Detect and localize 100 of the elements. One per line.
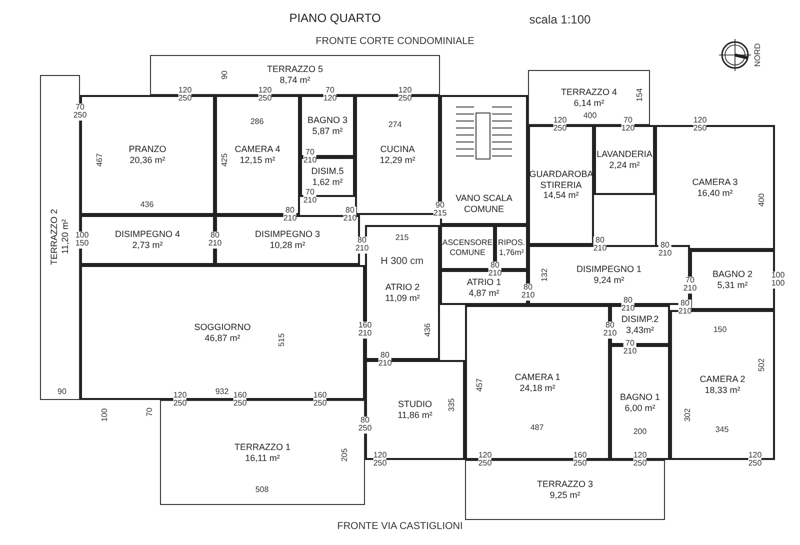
- room-name: DISIMPEGNO 4: [114, 229, 180, 240]
- door-size-label: 120 250: [633, 452, 647, 468]
- door-size-label: 160 250: [573, 452, 587, 468]
- room-area: 4,87 m²: [468, 288, 500, 298]
- room-outline: [215, 95, 300, 215]
- plan-note: scala 1:100: [529, 14, 591, 26]
- door-size-label: 120 250: [748, 452, 762, 468]
- room-area: 8,74 m²: [280, 75, 310, 86]
- room-outline: [594, 125, 655, 195]
- dimension-label: 400: [583, 112, 597, 120]
- room-name: CAMERA 3: [692, 176, 738, 188]
- room-area: 9,25 m²: [550, 490, 580, 501]
- room-area: 18,33 m²: [704, 385, 740, 396]
- room-area: 9,24 m²: [594, 275, 624, 286]
- room-name: CAMERA 1: [514, 372, 560, 382]
- room-name: CUCINA: [380, 144, 415, 155]
- door-size-label: 80 210: [208, 232, 222, 248]
- door-size-label: 80 250: [358, 416, 372, 434]
- room-name: ASCENSORE COMUNE: [442, 238, 493, 258]
- room-outline: [300, 157, 355, 197]
- door-size-label: 80 210: [593, 236, 607, 254]
- room-name: BAGNO 2: [712, 269, 752, 280]
- door-size-label: 120 250: [373, 452, 387, 468]
- room-area: 3,43m²: [626, 325, 654, 336]
- room-area: 1,76m²: [499, 248, 524, 258]
- dimension-label: 150: [713, 326, 727, 334]
- room-area: 12,15 m²: [240, 155, 276, 166]
- room-area: 6,14 m²: [574, 98, 604, 108]
- plan-note: H 300 cm: [380, 256, 424, 268]
- room-name: ATRIO 2: [385, 282, 420, 292]
- room-name: TERRAZZO 5: [266, 64, 323, 75]
- room-name: DISIMPEGNO 1: [576, 264, 642, 275]
- terrace-outline: [528, 70, 650, 125]
- terrace-outline: [465, 460, 665, 520]
- room-name: DISIMP.2: [621, 314, 659, 325]
- room-outline: [655, 125, 775, 250]
- door-size-label: 70 210: [683, 276, 697, 294]
- door-size-label: 80 210: [521, 284, 535, 300]
- door-size-label: 80 210: [343, 206, 357, 224]
- door-size-label: 80 210: [355, 236, 369, 254]
- door-size-label: 80 210: [283, 206, 297, 224]
- plan-title: PIANO QUARTO: [289, 11, 381, 25]
- door-size-label: 100 100: [771, 272, 785, 288]
- room-area: 11,09 m²: [385, 292, 420, 304]
- room-name: DISIMPEGNO 3: [254, 229, 320, 240]
- door-size-label: 120 250: [173, 392, 187, 408]
- door-size-label: 160 250: [313, 392, 327, 408]
- room-name: RIPOS.: [498, 238, 526, 248]
- room-outline: [300, 95, 355, 157]
- dimension-label: 345: [715, 426, 729, 434]
- dimension-label: 286: [250, 118, 264, 126]
- room-name: TERRAZZO 1: [234, 442, 290, 452]
- room-name: BAGNO 3: [307, 115, 348, 126]
- dimension-label: 508: [255, 486, 269, 494]
- door-size-label: 70 210: [303, 188, 317, 206]
- room-name: ATRIO 1: [466, 276, 502, 288]
- room-name: PRANZO: [128, 144, 166, 155]
- room-area: 11,86 m²: [398, 410, 432, 421]
- room-name: DISIM.5: [311, 166, 344, 177]
- room-area: 12,29 m²: [380, 155, 416, 166]
- room-outline: [528, 125, 594, 245]
- room-area: 11,20 m²: [60, 220, 71, 255]
- door-size-label: 120 250: [478, 452, 492, 468]
- room-outline: [610, 345, 670, 460]
- door-size-label: 70 250: [73, 104, 87, 120]
- door-size-label: 70 120: [323, 86, 337, 104]
- dimension-label: NORD: [754, 43, 762, 67]
- dimension-label: 932: [215, 388, 229, 396]
- room-area: 5,87 m²: [312, 126, 343, 137]
- room-area: 1,62 m²: [312, 177, 343, 188]
- room-name: SOGGIORNO: [194, 322, 251, 332]
- dimension-label: 215: [395, 234, 409, 242]
- dimension-label: 436: [140, 200, 154, 210]
- door-size-label: 120 250: [258, 86, 272, 104]
- room-name: STUDIO: [398, 399, 432, 410]
- door-size-label: 70 210: [623, 340, 637, 356]
- room-area: 2,73 m²: [132, 240, 163, 251]
- dimension-label: 487: [530, 424, 544, 432]
- plan-note: FRONTE CORTE CONDOMINIALE: [316, 36, 474, 48]
- room-area: 10,28 m²: [270, 240, 306, 251]
- door-size-label: 80 210: [488, 262, 502, 278]
- room-area: 16,40 m²: [697, 188, 733, 198]
- door-size-label: 80 210: [658, 242, 672, 258]
- room-area: 20,36 m²: [130, 155, 166, 166]
- door-size-label: 120 250: [553, 116, 567, 134]
- door-size-label: 70 210: [303, 148, 317, 166]
- door-size-label: 90 215: [433, 202, 447, 218]
- room-area: 5,31 m²: [717, 280, 748, 291]
- door-size-label: 80 210: [603, 322, 617, 338]
- door-size-label: 160 210: [358, 322, 372, 338]
- room-name: TERRAZZO 2: [49, 209, 60, 266]
- door-size-label: 120 250: [398, 86, 412, 104]
- dimension-label: 274: [388, 120, 402, 130]
- door-size-label: 80 210: [678, 300, 692, 316]
- dimension-label: 70: [146, 408, 154, 416]
- room-name: LAVANDERIA: [596, 149, 652, 160]
- room-area: 46,87 m²: [204, 332, 240, 344]
- door-size-label: 80 210: [621, 296, 635, 314]
- dimension-label: 100: [100, 408, 110, 422]
- room-name: TERRAZZO 4: [560, 86, 617, 98]
